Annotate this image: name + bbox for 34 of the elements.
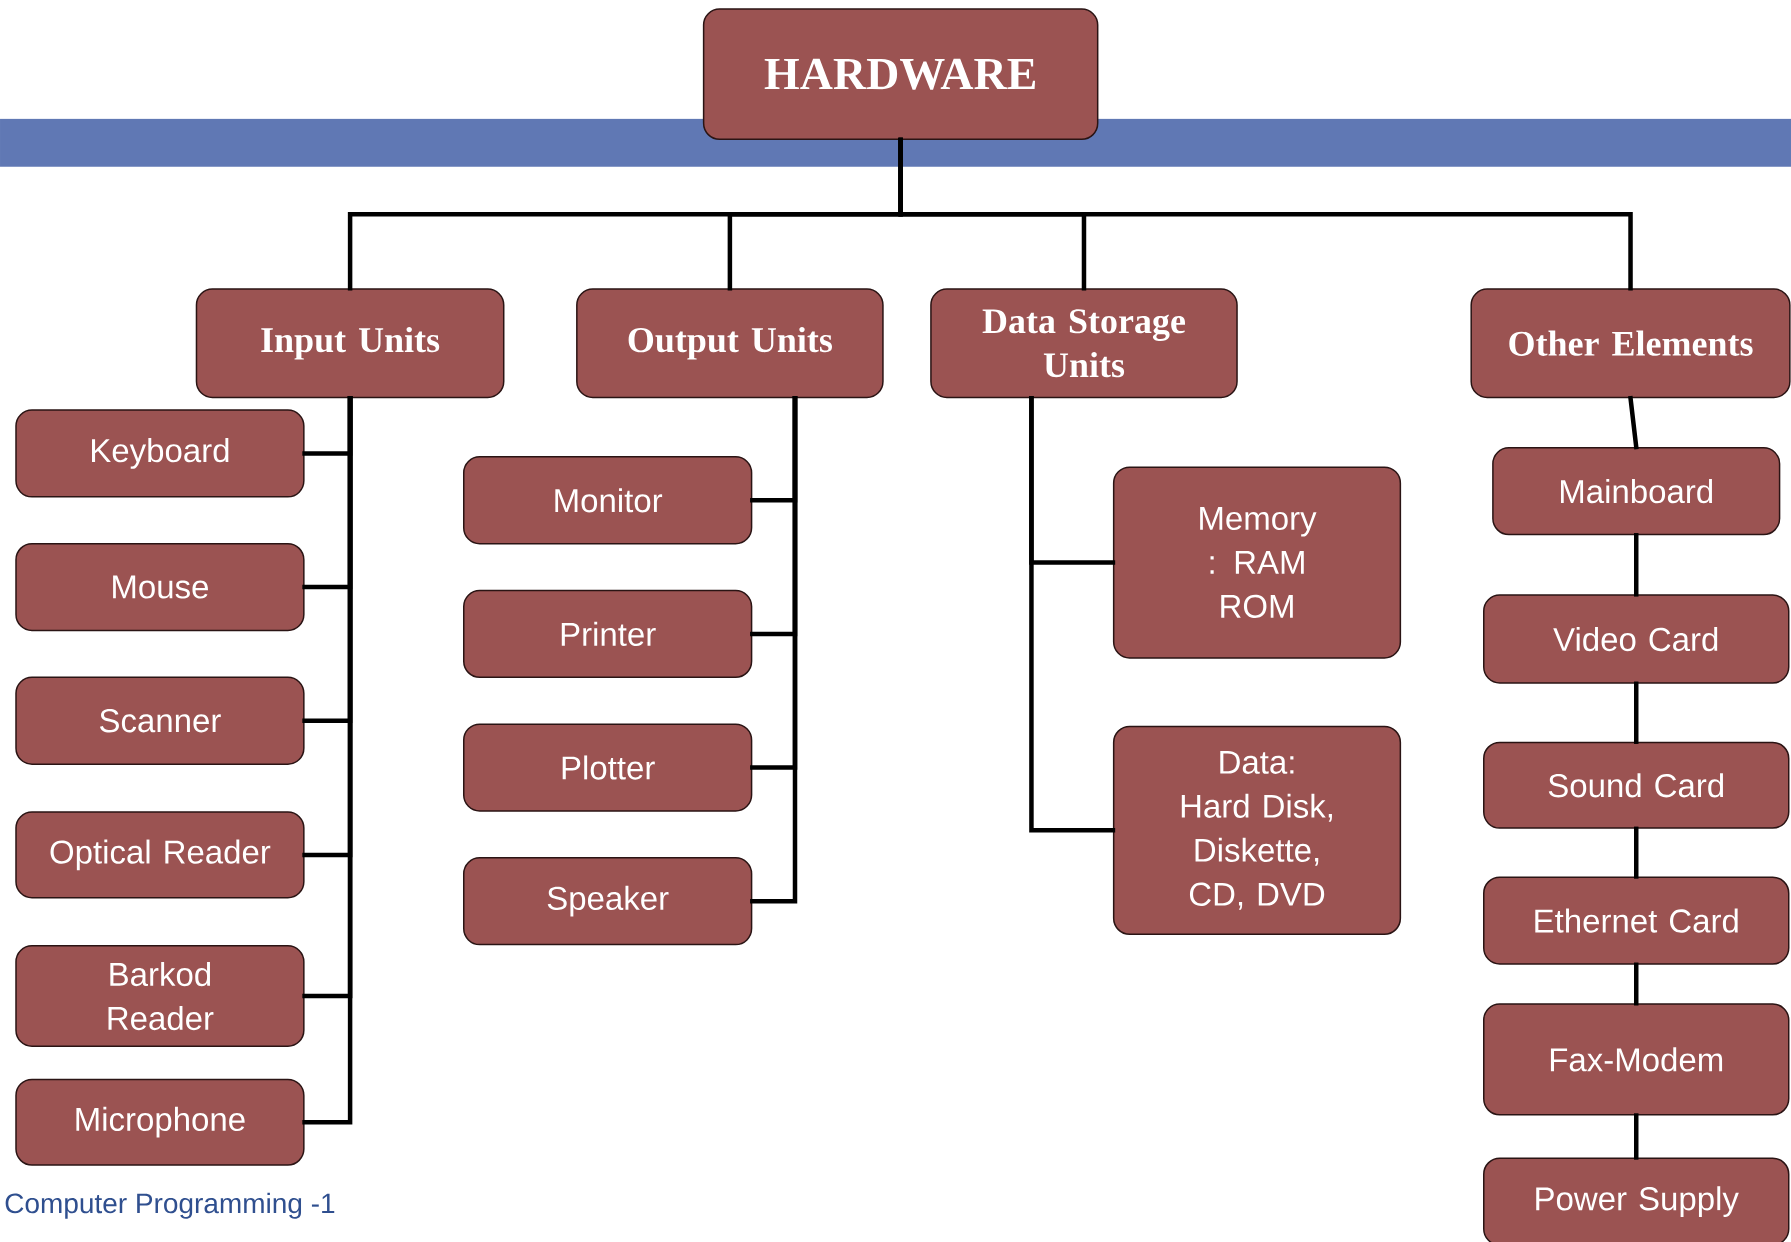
category-box: Data Storage Units	[930, 288, 1238, 399]
connector-line	[898, 137, 1633, 291]
title-box: HARDWARE	[702, 8, 1099, 141]
item-box: Speaker	[463, 857, 753, 946]
connector-line	[302, 396, 353, 1125]
category-box: Other Elements	[1470, 288, 1791, 399]
connector-line	[1634, 681, 1639, 744]
item-box: Sound Card	[1483, 741, 1790, 829]
connector-line	[1634, 1113, 1639, 1160]
item-box: Ethernet Card	[1483, 876, 1790, 965]
item-box: Monitor	[463, 456, 753, 545]
item-box: Mouse	[15, 542, 305, 632]
item-box: Keyboard	[15, 409, 305, 498]
connector-line	[750, 396, 798, 904]
item-box: Fax-Modem	[1483, 1003, 1790, 1116]
item-box: Memory : RAM ROM	[1112, 466, 1402, 659]
item-box: Data: Hard Disk, Diskette, CD, DVD	[1112, 725, 1402, 936]
item-box: Plotter	[463, 723, 753, 812]
connector-line	[1628, 396, 1639, 450]
connector-line	[1634, 826, 1639, 879]
item-box: Power Supply	[1483, 1157, 1790, 1242]
item-box: Video Card	[1483, 594, 1790, 684]
item-box: Optical Reader	[15, 811, 305, 899]
item-box: Barkod Reader	[15, 945, 305, 1047]
category-box: Input Units	[195, 288, 505, 399]
item-box: Scanner	[15, 676, 305, 765]
item-box: Microphone	[15, 1078, 305, 1166]
category-box: Output Units	[576, 288, 884, 399]
connector-line	[1634, 533, 1639, 597]
item-box: Mainboard	[1492, 447, 1781, 536]
connector-line	[1029, 396, 1116, 833]
item-box: Printer	[463, 589, 753, 679]
footer-text: Computer Programming -1	[5, 1192, 335, 1219]
connector-line	[1634, 962, 1639, 1006]
